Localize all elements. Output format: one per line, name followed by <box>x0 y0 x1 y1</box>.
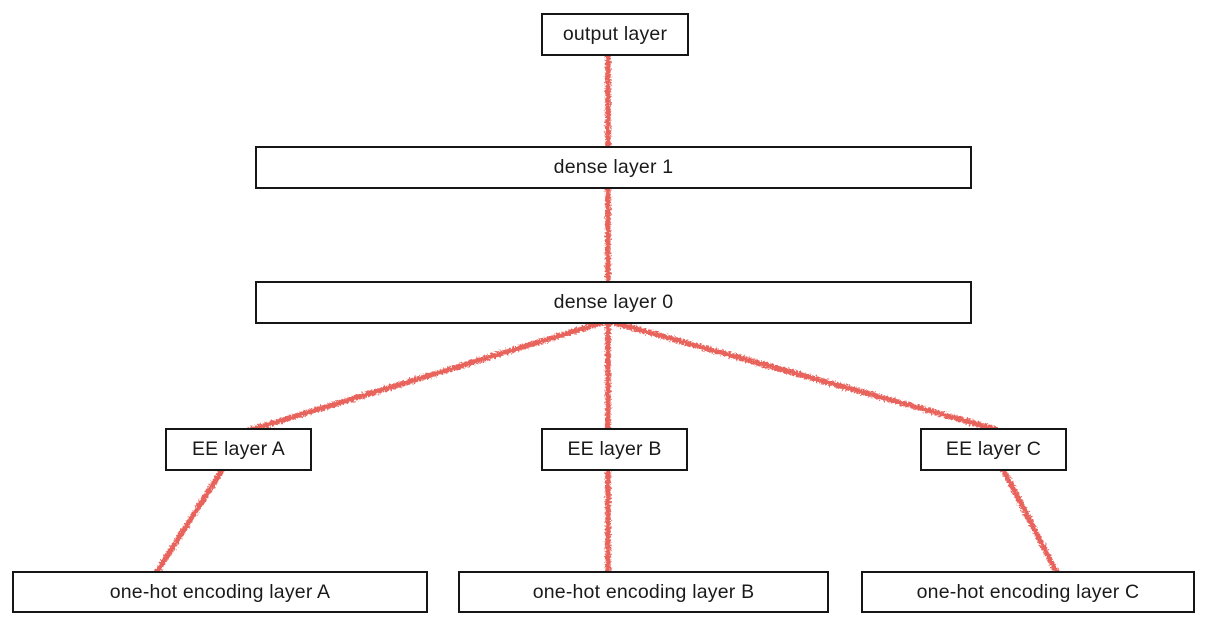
node-one-hot-encoding-layer-c-label: one-hot encoding layer C <box>916 580 1140 603</box>
node-one-hot-encoding-layer-a: one-hot encoding layer A <box>12 571 428 613</box>
node-dense-layer-0-label: dense layer 0 <box>553 291 674 313</box>
node-dense-layer-1: dense layer 1 <box>255 146 972 189</box>
node-ee-layer-c-label: EE layer C <box>945 438 1042 460</box>
node-one-hot-encoding-layer-a-label: one-hot encoding layer A <box>109 580 331 603</box>
edge-dense0-eeA <box>244 318 611 434</box>
edge-dense0-eeC <box>605 318 998 432</box>
node-ee-layer-a: EE layer A <box>165 428 312 471</box>
node-ee-layer-c: EE layer C <box>920 428 1067 471</box>
edge-eeA-onehotA <box>152 464 227 578</box>
node-ee-layer-b: EE layer B <box>541 428 688 471</box>
node-dense-layer-1-label: dense layer 1 <box>553 156 674 178</box>
edge-eeC-onehotC <box>999 464 1061 578</box>
node-output-layer: output layer <box>541 13 689 56</box>
node-ee-layer-b-label: EE layer B <box>567 438 662 460</box>
node-output-layer-label: output layer <box>562 23 668 45</box>
node-one-hot-encoding-layer-b: one-hot encoding layer B <box>458 571 829 613</box>
node-dense-layer-0: dense layer 0 <box>255 281 972 324</box>
node-one-hot-encoding-layer-b-label: one-hot encoding layer B <box>532 580 755 603</box>
node-one-hot-encoding-layer-c: one-hot encoding layer C <box>861 571 1195 613</box>
node-ee-layer-a-label: EE layer A <box>191 438 286 460</box>
